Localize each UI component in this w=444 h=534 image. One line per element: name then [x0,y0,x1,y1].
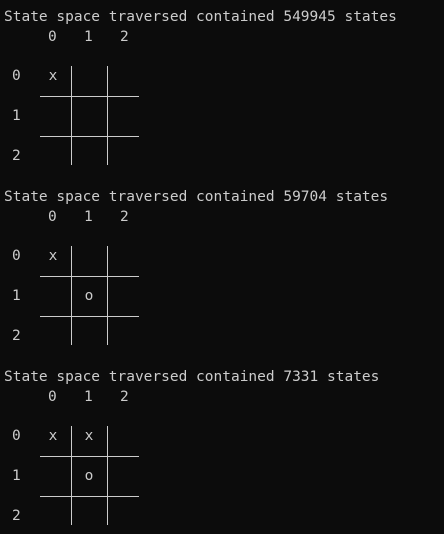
col-label: 1 [84,29,93,45]
grid-hline [40,456,139,457]
grid-hline [40,276,139,277]
state-count-line: State space traversed contained 7331 sta… [4,369,380,385]
row-label: 2 [12,328,21,344]
row-label: 0 [12,248,21,264]
grid-hline [40,136,139,137]
col-label: 1 [84,389,93,405]
row-label: 0 [12,68,21,84]
col-label: 1 [84,209,93,225]
board-cell: x [48,248,58,264]
board-cell: x [48,428,58,444]
row-label: 2 [12,148,21,164]
col-label: 2 [120,209,129,225]
board-cell: o [84,468,94,484]
row-label: 0 [12,428,21,444]
grid-vline [107,66,108,165]
grid-vline [71,426,72,525]
grid-vline [71,66,72,165]
board-block: State space traversed contained 59704 st… [0,180,444,360]
state-count-line: State space traversed contained 59704 st… [4,189,389,205]
col-label: 0 [48,209,57,225]
board-block: State space traversed contained 7331 sta… [0,360,444,534]
row-label: 1 [12,108,21,124]
col-label: 0 [48,389,57,405]
grid-vline [71,246,72,345]
grid-vline [107,426,108,525]
col-label: 0 [48,29,57,45]
grid-hline [40,96,139,97]
grid-hline [40,496,139,497]
board-cell: o [84,288,94,304]
col-label: 2 [120,29,129,45]
row-label: 1 [12,468,21,484]
row-label: 1 [12,288,21,304]
board-cell: x [84,428,94,444]
grid-hline [40,316,139,317]
row-label: 2 [12,508,21,524]
col-label: 2 [120,389,129,405]
grid-vline [107,246,108,345]
state-count-line: State space traversed contained 549945 s… [4,9,397,25]
board-block: State space traversed contained 549945 s… [0,0,444,180]
board-cell: x [48,68,58,84]
